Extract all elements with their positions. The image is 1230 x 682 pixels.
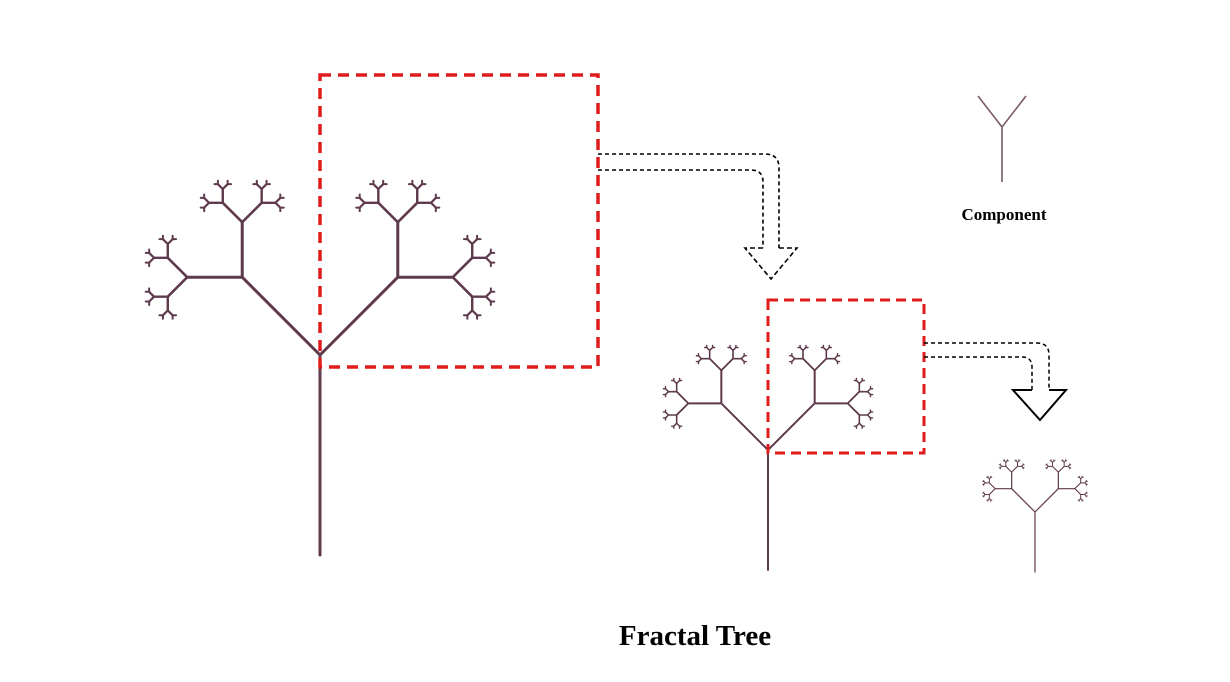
tree-branch	[260, 183, 268, 191]
tree-branch	[988, 482, 996, 490]
tree-branch	[240, 201, 263, 224]
dashed-arrow-icon	[598, 153, 799, 281]
tree-branch	[471, 238, 479, 246]
tree-branch	[484, 256, 492, 264]
tree-branch	[216, 183, 224, 191]
small-fractal-tree	[982, 459, 1088, 573]
tree-branch	[466, 309, 474, 317]
tree-branch	[358, 201, 366, 209]
tree-branch	[161, 309, 169, 317]
tree-branch	[720, 402, 769, 451]
tree-branch	[148, 251, 156, 259]
dashed-arrow-icon	[924, 342, 1050, 390]
tree-branch	[221, 201, 244, 224]
tree-branch	[396, 201, 419, 224]
tree-branch	[377, 201, 400, 224]
tree-branch	[148, 256, 156, 264]
large-fractal-tree	[144, 179, 496, 557]
tree-branch	[813, 357, 828, 372]
tree-branch	[166, 275, 189, 298]
tree-branch	[1034, 488, 1059, 513]
tree-branch	[484, 251, 492, 259]
tree-branch	[318, 275, 400, 357]
tree-branch	[274, 196, 282, 204]
tree-branch	[416, 183, 424, 191]
tree-branch	[451, 256, 474, 279]
tree-branch	[148, 295, 156, 303]
tree-branch	[846, 390, 861, 405]
tree-branch	[1074, 488, 1082, 496]
tree-branch	[411, 183, 419, 191]
arrow-head-icon	[1010, 389, 1069, 422]
tree-branch	[451, 275, 474, 298]
tree-branch	[274, 201, 282, 209]
tree-branch	[1005, 465, 1013, 473]
tree-branch	[240, 275, 322, 357]
tree-branch	[767, 402, 816, 451]
diagram-caption: Fractal Tree	[619, 620, 771, 652]
tree-branch	[802, 357, 816, 372]
tree-branch	[675, 402, 690, 416]
y-shaped-component-icon	[977, 95, 1027, 182]
tree-branch	[1011, 465, 1019, 473]
tree-branch	[1051, 465, 1059, 473]
tree-branch	[255, 183, 263, 191]
tree-branch	[148, 290, 156, 298]
tree-branch	[471, 309, 479, 317]
tree-branch	[484, 290, 492, 298]
tree-branch	[161, 238, 169, 246]
tree-branch	[988, 488, 996, 496]
tree-branch	[203, 201, 211, 209]
tree-branch	[846, 402, 861, 416]
tree-branch	[1057, 465, 1065, 473]
tree-branch	[203, 196, 211, 204]
highlight-box-medium	[766, 298, 926, 455]
tree-branch	[1074, 482, 1082, 490]
tree-branch	[377, 183, 385, 191]
tree-branch	[484, 295, 492, 303]
tree-branch	[708, 357, 723, 372]
tree-branch	[675, 390, 690, 405]
tree-branch	[221, 183, 229, 191]
tree-branch	[466, 238, 474, 246]
tree-branch	[358, 196, 366, 204]
tree-branch	[429, 201, 437, 209]
tree-branch	[166, 238, 174, 246]
tree-branch	[372, 183, 380, 191]
tree-branch	[720, 357, 734, 372]
highlight-box-large	[318, 73, 600, 369]
tree-branch	[166, 309, 174, 317]
tree-branch	[166, 256, 189, 279]
component-label: Component	[961, 205, 1046, 224]
tree-branch	[1011, 488, 1036, 513]
medium-fractal-tree	[662, 344, 874, 571]
tree-branch	[429, 196, 437, 204]
